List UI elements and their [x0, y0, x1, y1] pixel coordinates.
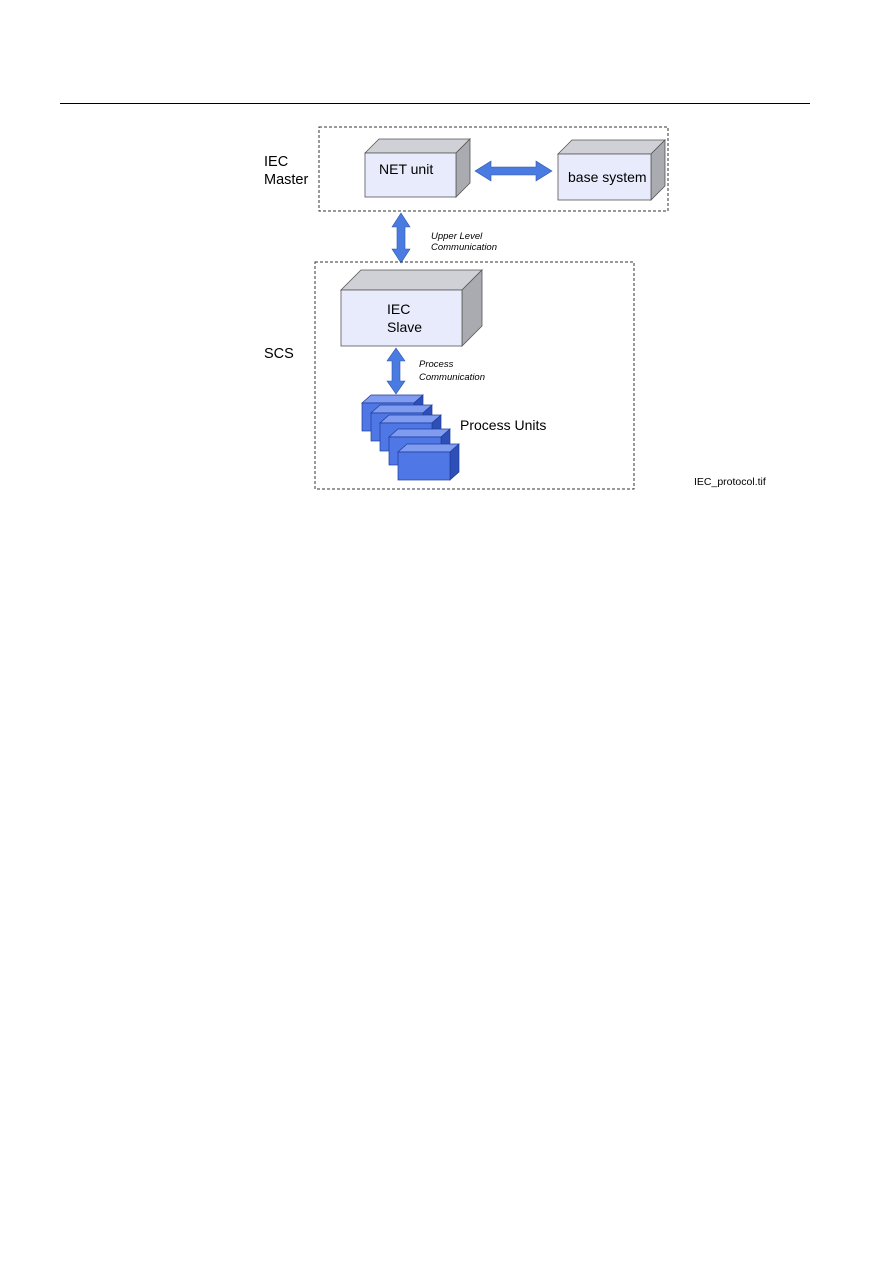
base-system-box: base system	[557, 139, 666, 201]
net-base-double-arrow	[474, 160, 553, 182]
net-unit-label: NET unit	[379, 161, 433, 177]
scs-group: SCS IEC Slave Process Communication	[264, 261, 635, 490]
net-unit-box: NET unit	[364, 138, 471, 198]
scs-boundary	[314, 261, 635, 490]
process-units-stack	[361, 394, 460, 481]
iec-master-label-line1: IEC	[264, 154, 288, 170]
upper-level-double-arrow	[391, 212, 411, 264]
iec-slave-box: IEC Slave	[340, 269, 483, 347]
process-unit	[397, 443, 460, 481]
scs-label: SCS	[264, 346, 294, 362]
process-comm-label-line1: Process	[419, 359, 454, 370]
iec-slave-label-line1: IEC	[387, 301, 410, 317]
process-units-label: Process Units	[460, 417, 546, 433]
iec-master-boundary	[318, 126, 669, 212]
iec-slave-label-line2: Slave	[387, 319, 422, 335]
base-system-label: base system	[568, 169, 647, 185]
page-header-rule	[60, 103, 810, 104]
process-comm-double-arrow	[386, 347, 406, 395]
figure-filename: IEC_protocol.tif	[694, 476, 766, 488]
upper-level-comm-label-line1: Upper Level	[431, 231, 483, 242]
iec-master-group: IEC Master NET unit base system	[264, 126, 669, 212]
process-comm-label-line2: Communication	[419, 372, 485, 383]
upper-level-comm-label-line2: Communication	[431, 242, 497, 253]
iec-master-label-line2: Master	[264, 172, 308, 188]
